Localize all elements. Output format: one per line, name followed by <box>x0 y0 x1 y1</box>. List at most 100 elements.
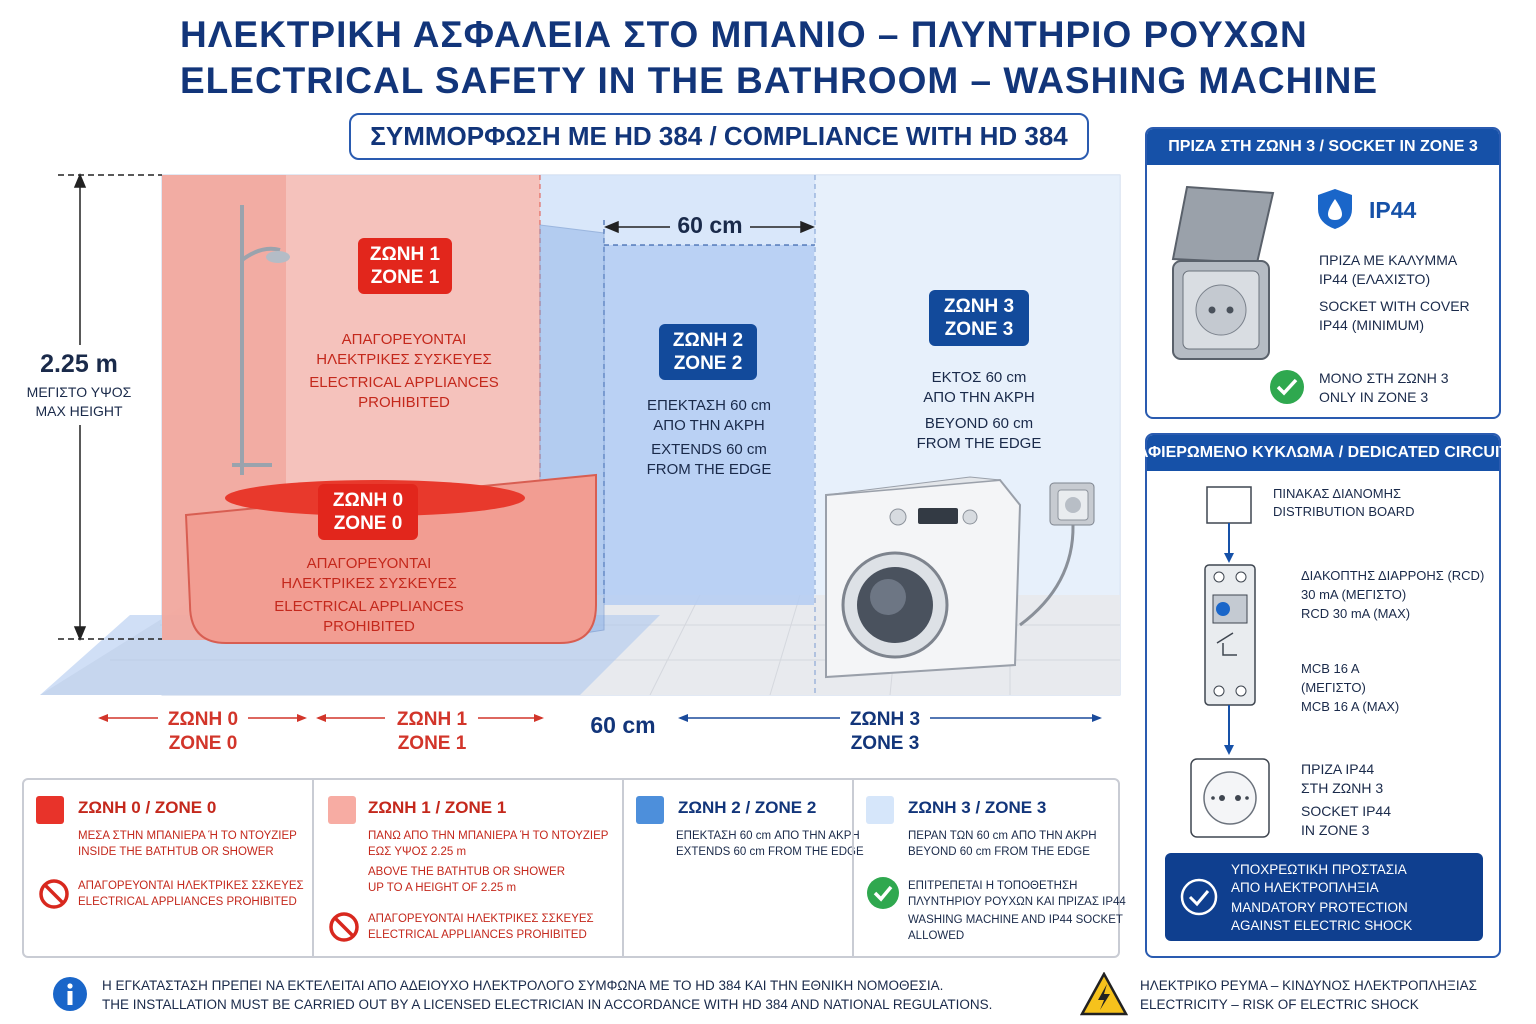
legend-zone1-desc: ΠΑΝΩ ΑΠΟ ΤΗΝ ΜΠΑΝΙΕΡΑ Ή ΤΟ ΝΤΟΥΖΙΕΡ ΕΩΣ … <box>368 828 608 896</box>
check-circle-icon <box>1180 878 1218 916</box>
legend-zone3-title: ΖΩΝΗ 3 / ZONE 3 <box>908 798 1047 817</box>
circuit-card-header: ΑΦΙΕΡΩΜΕΝΟ ΚΥΚΛΩΜΑ / DEDICATED CIRCUIT <box>1137 435 1509 471</box>
mandatory-protection-1: ΥΠΟΧΡΕΩΤΙΚΗ ΠΡΟΣΤΑΣΙΑ <box>1231 862 1407 877</box>
height-dimension <box>58 173 162 641</box>
zone0-badge-english: ZONE 0 <box>333 513 403 534</box>
legend-zone1-desc-1: ΠΑΝΩ ΑΠΟ ΤΗΝ ΜΠΑΝΙΕΡΑ Ή ΤΟ ΝΤΟΥΖΙΕΡ <box>368 830 609 842</box>
check-icon <box>1270 370 1304 404</box>
floor-zone0-label: ΖΩΝΗ 0 ZONE 0 <box>160 708 246 756</box>
height-greek: ΜΕΓΙΣΤΟ ΥΨΟΣ <box>26 384 132 400</box>
legend-zone3: ΖΩΝΗ 3 / ZONE 3 ΠΕΡΑΝ ΤΩΝ 60 cm ΑΠΟ ΤΗΝ … <box>854 780 1126 956</box>
socket-card-only-1: ΜΟΝΟ ΣΤΗ ΖΩΝΗ 3 <box>1319 370 1449 386</box>
legend-zone3-allowed: ΕΠΙΤΡΕΠΕΤΑΙ Η ΤΟΠΟΘΕΤΗΣΗ ΠΛΥΝΤΗΡΙΟΥ ΡΟΥΧ… <box>908 878 1126 944</box>
zone3-text-4: FROM THE EDGE <box>916 435 1042 452</box>
legend-zone2-desc: ΕΠΕΚΤΑΣΗ 60 cm ΑΠΟ ΤΗΝ ΑΚΡΗ EXTENDS 60 c… <box>676 828 864 860</box>
height-value: 2.25 m <box>40 350 118 378</box>
legend-zone0-prohibited: ΑΠΑΓΟΡΕΥΟΝΤΑΙ ΗΛΕΚΤΡΙΚΕΣ ΣΣΚΕΥΕΣ ELECTRI… <box>78 878 304 910</box>
height-english: MAX HEIGHT <box>35 403 123 419</box>
circuit-rcd-label-1: ΔΙΑΚΟΠΤΗΣ ΔΙΑΡΡΟΗΣ (RCD) <box>1301 568 1485 583</box>
circuit-mcb-label: MCB 16 A (ΜΕΓΙΣΤΟ) MCB 16 A (MAX) <box>1301 659 1399 716</box>
zone3-badge-greek: ΖΩΝΗ 3 <box>943 296 1015 317</box>
zone1-badge-greek: ΖΩΝΗ 1 <box>369 244 441 265</box>
footer-warning-greek: ΗΛΕΚΤΡΙΚΟ ΡΕΥΜΑ – ΚΙΝΔΥΝΟΣ ΗΛΕΚΤΡΟΠΛΗΞΙΑ… <box>1140 978 1477 993</box>
legend-zone1-desc-4: UP TO A HEIGHT OF 2.25 m <box>368 882 517 894</box>
shower-head <box>266 251 290 263</box>
legend-zone3-swatch <box>866 796 894 824</box>
socket-card-desc-4: IP44 (MINIMUM) <box>1319 317 1424 333</box>
footer-warning-english: ELECTRICITY – RISK OF ELECTRIC SHOCK <box>1140 997 1419 1012</box>
zone3-text: ΕΚΤΟΣ 60 cm ΑΠΟ ΤΗΝ ΑΚΡΗ BEYOND 60 cm FR… <box>890 368 1068 454</box>
zone1-text-4: PROHIBITED <box>358 394 450 411</box>
legend-zone2: ΖΩΝΗ 2 / ZONE 2 ΕΠΕΚΤΑΣΗ 60 cm ΑΠΟ ΤΗΝ Α… <box>624 780 864 956</box>
legend-zone2-swatch <box>636 796 664 824</box>
legend-zone0-title: ΖΩΝΗ 0 / ZONE 0 <box>78 798 217 817</box>
footer-info-english: THE INSTALLATION MUST BE CARRIED OUT BY … <box>102 997 993 1012</box>
zone3-badge: ΖΩΝΗ 3 ZONE 3 <box>929 290 1029 346</box>
title-greek: ΗΛΕΚΤΡΙΚΗ ΑΣΦΑΛΕΙΑ ΣΤΟ ΜΠΑΝΙΟ – ΠΛΥΝΤΗΡΙ… <box>180 14 1308 55</box>
legend-zone3-desc-1: ΠΕΡΑΝ ΤΩΝ 60 cm ΑΠΟ ΤΗΝ ΑΚΡΗ <box>908 830 1097 842</box>
width-60-label: 60 cm <box>677 212 743 238</box>
circuit-mcb-label-3: MCB 16 A (MAX) <box>1301 699 1400 714</box>
floor-zone3-english: ZONE 3 <box>850 733 920 754</box>
circuit-socket-label-3: SOCKET IP44 <box>1301 803 1392 819</box>
socket-card-only: ΜΟΝΟ ΣΤΗ ΖΩΝΗ 3 ONLY IN ZONE 3 <box>1319 369 1449 407</box>
zone0-text-3: ELECTRICAL APPLIANCES <box>274 598 464 615</box>
zone0-text-1: ΑΠΑΓΟΡΕΥΟΝΤΑΙ <box>306 555 432 572</box>
legend-zone3-allowed-1: ΕΠΙΤΡΕΠΕΤΑΙ Η ΤΟΠΟΘΕΤΗΣΗ <box>908 880 1078 892</box>
height-label-block: 2.25 m ΜΕΓΙΣΤΟ ΥΨΟΣ MAX HEIGHT <box>20 350 138 421</box>
circuit-board-label-1: ΠΙΝΑΚΑΣ ΔΙΑΝΟΜΗΣ <box>1273 486 1402 501</box>
floor-zone0-english: ZONE 0 <box>168 733 238 754</box>
legend-zone1: ΖΩΝΗ 1 / ZONE 1 ΠΑΝΩ ΑΠΟ ΤΗΝ ΜΠΑΝΙΕΡΑ Ή … <box>314 780 622 956</box>
legend-zone3-allowed-3: WASHING MACHINE AND IP44 SOCKET <box>908 914 1123 926</box>
legend-zone1-desc-2: ΕΩΣ ΥΨΟΣ 2.25 m <box>368 846 467 858</box>
washing-machine <box>825 476 1022 679</box>
socket-card-desc: ΠΡΙΖΑ ΜΕ ΚΑΛΥΜΜΑ IP44 (ΕΛΑΧΙΣΤΟ) SOCKET … <box>1319 251 1470 335</box>
footer-info: Η ΕΓΚΑΤΑΣΤΑΣΗ ΠΡΕΠΕΙ ΝΑ ΕΚΤΕΛΕΙΤΑΙ ΑΠΟ Α… <box>102 976 992 1014</box>
legend-zone3-allowed-2: ΠΛΥΝΤΗΡΙΟΥ ΡΟΥΧΩΝ ΚΑΙ ΠΡΙΖΑΣ IP44 <box>908 896 1126 908</box>
legend-zone0-desc: ΜΕΣΑ ΣΤΗΝ ΜΠΑΝΙΕΡΑ Ή ΤΟ ΝΤΟΥΖΙΕΡ INSIDE … <box>78 828 297 860</box>
legend-zone1-desc-3: ABOVE THE BATHTUB OR SHOWER <box>368 866 566 878</box>
socket-card-header: ΠΡΙΖΑ ΣΤΗ ΖΩΝΗ 3 / SOCKET IN ZONE 3 <box>1147 129 1499 165</box>
legend-zone1-prohibited-2: ELECTRICAL APPLIANCES PROHIBITED <box>368 929 587 941</box>
legend-zone3-allowed-4: ALLOWED <box>908 930 965 942</box>
zone2-text-3: EXTENDS 60 cm <box>651 441 767 458</box>
ip44-socket-icon <box>1171 185 1275 360</box>
zone0-badge: ΖΩΝΗ 0 ZONE 0 <box>318 484 418 540</box>
mandatory-protection-3: MANDATORY PROTECTION <box>1231 900 1408 915</box>
ip44-label: IP44 <box>1369 197 1417 223</box>
footer-info-greek: Η ΕΓΚΑΤΑΣΤΑΣΗ ΠΡΕΠΕΙ ΝΑ ΕΚΤΕΛΕΙΤΑΙ ΑΠΟ Α… <box>102 978 944 993</box>
legend-zone2-title: ΖΩΝΗ 2 / ZONE 2 <box>678 798 817 817</box>
socket-card-desc-3: SOCKET WITH COVER <box>1319 298 1470 314</box>
floor-zone1-label: ΖΩΝΗ 1 ZONE 1 <box>388 708 476 756</box>
footer-warning: ΗΛΕΚΤΡΙΚΟ ΡΕΥΜΑ – ΚΙΝΔΥΝΟΣ ΗΛΕΚΤΡΟΠΛΗΞΙΑ… <box>1140 976 1477 1014</box>
floor-arrows <box>98 714 1102 722</box>
floor-60cm-label: 60 cm <box>590 712 656 738</box>
legend-zone1-swatch <box>328 796 356 824</box>
circuit-rcd-label-3: RCD 30 mA (MAX) <box>1301 606 1411 621</box>
circuit-rcd-label-2: 30 mA (ΜΕΓΙΣΤΟ) <box>1301 587 1407 602</box>
legend-zone1-prohibited-1: ΑΠΑΓΟΡΕΥΟΝΤΑΙ ΗΛΕΚΤΡΙΚΕΣ ΣΣΚΕΥΕΣ <box>368 913 594 925</box>
width-dimension <box>604 220 815 234</box>
zone1-badge: ΖΩΝΗ 1 ZONE 1 <box>358 238 452 294</box>
circuit-card: ΑΦΙΕΡΩΜΕΝΟ ΚΥΚΛΩΜΑ / DEDICATED CIRCUIT Π… <box>1137 433 1509 958</box>
electric-warning-icon <box>1080 972 1128 1016</box>
legend-zone0-desc-2: INSIDE THE BATHTUB OR SHOWER <box>78 846 274 858</box>
legend-zone0: ΖΩΝΗ 0 / ZONE 0 ΜΕΣΑ ΣΤΗΝ ΜΠΑΝΙΕΡΑ Ή ΤΟ … <box>24 780 312 956</box>
zone1-text-2: ΗΛΕΚΤΡΙΚΕΣ ΣΥΣΚΕΥΕΣ <box>316 351 492 368</box>
shower-fixture <box>232 205 281 475</box>
zone2-text: ΕΠΕΚΤΑΣΗ 60 cm ΑΠΟ ΤΗΝ ΑΚΡΗ EXTENDS 60 c… <box>620 396 798 480</box>
zone1-badge-english: ZONE 1 <box>370 267 440 288</box>
zone2-text-2: ΑΠΟ ΤΗΝ ΑΚΡΗ <box>653 417 765 434</box>
zone-legend: ΖΩΝΗ 0 / ZONE 0 ΜΕΣΑ ΣΤΗΝ ΜΠΑΝΙΕΡΑ Ή ΤΟ … <box>22 778 1126 958</box>
legend-zone3-desc: ΠΕΡΑΝ ΤΩΝ 60 cm ΑΠΟ ΤΗΝ ΑΚΡΗ BEYOND 60 c… <box>908 828 1097 860</box>
legend-zone2-desc-1: ΕΠΕΚΤΑΣΗ 60 cm ΑΠΟ ΤΗΝ ΑΚΡΗ <box>676 830 860 842</box>
mandatory-protection-2: ΑΠΟ ΗΛΕΚΤΡΟΠΛΗΞΙΑ <box>1231 880 1379 895</box>
title-english: ELECTRICAL SAFETY IN THE BATHROOM – WASH… <box>180 60 1379 101</box>
bathroom-illustration <box>40 173 1121 722</box>
zone0-text-2: ΗΛΕΚΤΡΙΚΕΣ ΣΥΣΚΕΥΕΣ <box>281 575 457 592</box>
socket-card-desc-1: ΠΡΙΖΑ ΜΕ ΚΑΛΥΜΜΑ <box>1319 252 1458 268</box>
circuit-board-label: ΠΙΝΑΚΑΣ ΔΙΑΝΟΜΗΣ DISTRIBUTION BOARD <box>1273 485 1415 521</box>
floor-zone1-english: ZONE 1 <box>397 733 467 754</box>
floor-zone0-greek: ΖΩΝΗ 0 <box>167 709 239 730</box>
floor-zone3-label: ΖΩΝΗ 3 ZONE 3 <box>842 708 928 756</box>
